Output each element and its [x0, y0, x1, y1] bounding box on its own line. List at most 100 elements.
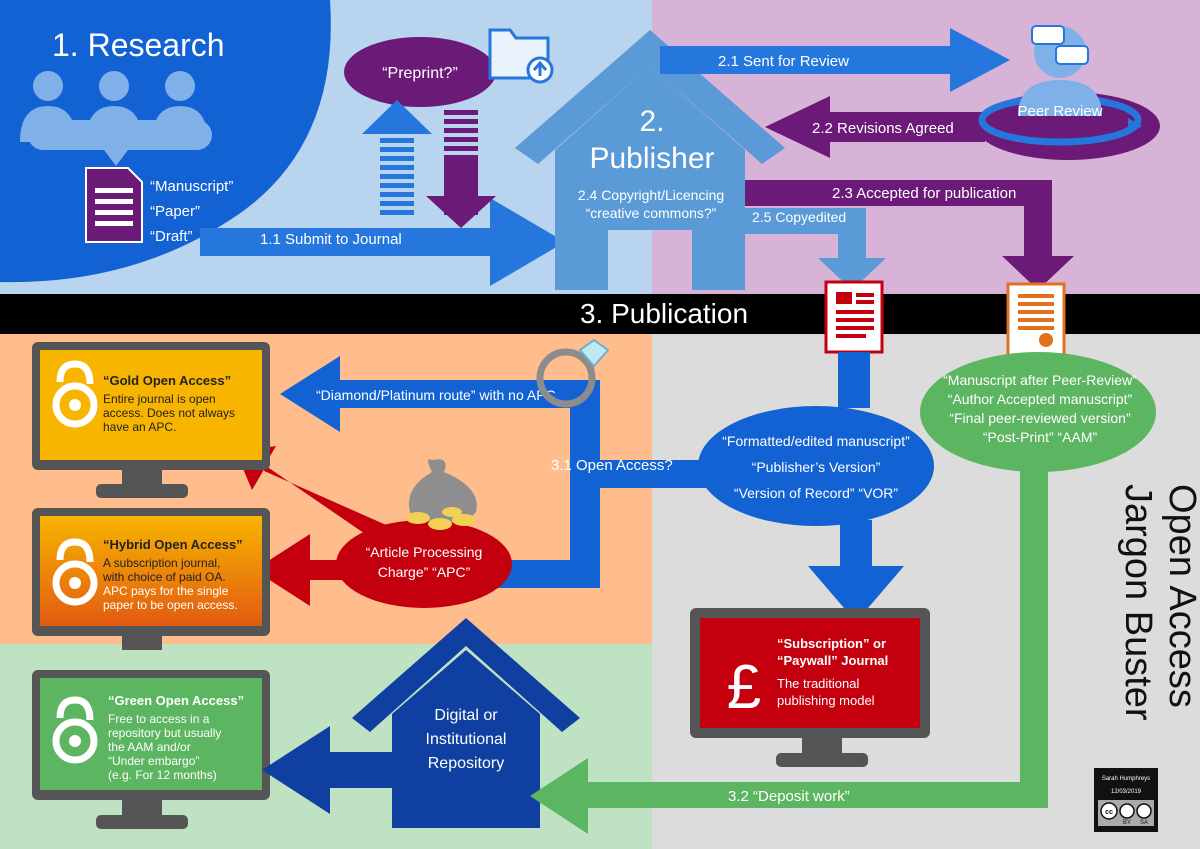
publisher-roof [515, 30, 785, 164]
copyedited-arrow [745, 208, 886, 290]
submit-arrow [200, 198, 565, 286]
pound-icon: £ [727, 653, 761, 722]
svg-text:cc: cc [1105, 809, 1113, 816]
preprint-label: “Preprint?” [382, 65, 458, 82]
diamond-label: “Diamond/Platinum route” with no APC [316, 387, 556, 403]
aam-line-4: “Post-Print” “AAM” [983, 429, 1098, 445]
aam-certificate-icon [1006, 282, 1066, 358]
copyright-label: 2.4 Copyright/Licencing [578, 187, 724, 203]
apc-line-1: “Article Processing [366, 544, 483, 560]
hybrid-title: “Hybrid Open Access” [103, 537, 243, 552]
apc-hybrid-arrow [254, 534, 360, 606]
hybrid-line-4: paper to be open access. [103, 598, 238, 612]
people-speech-tail [104, 150, 128, 166]
credit-box: Sarah Humphreys 12/03/2019 cc BY SA [1094, 768, 1158, 832]
vor-document-icon [824, 280, 884, 354]
aam-ellipse [920, 352, 1156, 472]
green-line-5: (e.g. For 12 months) [108, 768, 217, 782]
vor-to-oa-link [600, 460, 740, 488]
revisions-label: 2.2 Revisions Agreed [812, 120, 954, 137]
open-access-connector [496, 420, 600, 588]
repository-line-3: Repository [428, 755, 504, 772]
sent-review-label: 2.1 Sent for Review [718, 53, 849, 70]
cc-label: “creative commons?” [586, 205, 717, 221]
aam-line-2: “Author Accepted manuscript” [948, 391, 1133, 407]
aam-line-1: “Manuscript after Peer-Review” [943, 372, 1137, 388]
aam-line-3: “Final peer-reviewed version” [949, 410, 1131, 426]
publisher-title: Publisher [589, 142, 714, 175]
hybrid-line-2: with choice of paid OA. [102, 570, 226, 584]
svg-text:BY: BY [1123, 820, 1131, 826]
subscription-title-2: “Paywall” Journal [777, 653, 888, 668]
repository-arrow [262, 726, 392, 814]
repository-house [392, 650, 540, 828]
accepted-label: 2.3 Accepted for publication [832, 185, 1016, 202]
vor-line-2: “Publisher’s Version” [752, 459, 881, 475]
svg-text:Jargon Buster: Jargon Buster [1117, 484, 1159, 721]
publisher-house [555, 66, 745, 290]
repository-line-1: Digital or [434, 707, 498, 724]
green-line-1: Free to access in a [108, 712, 210, 726]
subscription-sub-2: publishing model [777, 693, 875, 708]
gold-open-access-icon [52, 360, 98, 428]
gold-title: “Gold Open Access” [103, 373, 231, 388]
green-line-3: the AAM and/or [108, 740, 191, 754]
cc-icon [1100, 802, 1118, 820]
vor-ellipse [698, 406, 934, 526]
hybrid-open-access-icon [52, 538, 98, 606]
sent-review-arrow [660, 28, 1010, 92]
peer-review-label: Peer Review [1017, 103, 1102, 120]
hybrid-monitor [32, 508, 270, 650]
diamond-arrow [280, 356, 600, 432]
research-title: 1. Research [52, 27, 225, 63]
gold-line-1: Entire journal is open [103, 392, 216, 406]
apc-ellipse [336, 520, 512, 608]
doc-draft: “Draft” [150, 228, 193, 245]
deposit-label: 3.2 “Deposit work” [728, 788, 850, 805]
credit-date: 12/03/2019 [1111, 789, 1142, 795]
accepted-arrow [745, 180, 1074, 290]
revisions-arrow [765, 96, 985, 158]
submit-label: 1.1 Submit to Journal [260, 231, 402, 248]
svg-text:SA: SA [1140, 820, 1148, 826]
svg-text:Open Access: Open Access [1161, 484, 1200, 708]
publication-bar [0, 294, 1200, 334]
subscription-sub-1: The traditional [777, 676, 859, 691]
document-icon [85, 167, 143, 243]
preprint-down-arrow [426, 110, 496, 228]
sa-icon [1136, 803, 1152, 819]
diamond-ring-icon [536, 338, 610, 408]
green-open-access-icon [52, 696, 98, 764]
green-title: “Green Open Access” [108, 693, 244, 708]
jargon-title-1: Open Access [1161, 484, 1200, 708]
open-access-q-label: 3.1 Open Access? [551, 457, 673, 474]
publisher-number: 2. [639, 105, 664, 138]
deposit-arrow [530, 470, 1048, 834]
hybrid-line-1: A subscription journal, [103, 556, 220, 570]
people-speech-bar [28, 120, 212, 150]
credit-author: Sarah Humphreys [1102, 776, 1150, 782]
vor-line-3: “Version of Record” “VOR” [734, 485, 898, 501]
by-icon [1119, 803, 1135, 819]
vor-down-arrow [808, 520, 904, 622]
green-line-2: repository but usually [108, 726, 221, 740]
preprint-up-arrow [362, 100, 432, 215]
peer-review-icon [978, 25, 1142, 146]
vor-stem [838, 352, 870, 408]
repository-line-2: Institutional [426, 731, 507, 748]
doc-manuscript: “Manuscript” [150, 178, 233, 195]
publication-title: 3. Publication [580, 298, 748, 329]
hybrid-line-3: APC pays for the single [103, 584, 229, 598]
preprint-bubble [344, 37, 496, 107]
doc-paper: “Paper” [150, 203, 200, 220]
upload-folder-icon [488, 28, 554, 84]
money-bag-icon [406, 459, 477, 530]
apc-line-2: Charge” “APC” [378, 564, 471, 580]
gold-line-2: access. Does not always [103, 406, 235, 420]
green-monitor [32, 670, 270, 829]
jargon-title-2: Jargon Buster [1117, 484, 1159, 721]
copyedited-label: 2.5 Copyedited [752, 209, 846, 225]
green-line-4: “Under embargo” [108, 754, 199, 768]
